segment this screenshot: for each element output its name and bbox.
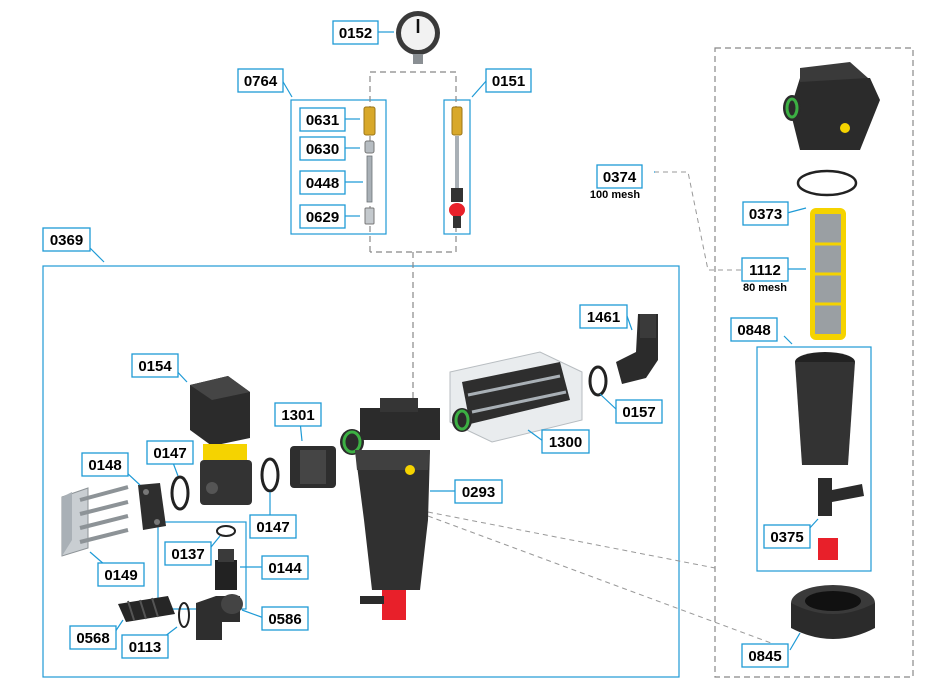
o-ring-0147-right [260, 457, 280, 493]
tube-assembly-0151 [449, 106, 465, 228]
label-0586: 0586 [261, 606, 309, 631]
label-0629: 0629 [299, 204, 346, 229]
label-text-0375: 0375 [770, 529, 803, 546]
label-text-0144: 0144 [268, 560, 302, 577]
label-text-0157: 0157 [622, 404, 655, 421]
label-text-0137: 0137 [171, 546, 204, 563]
label-0113: 0113 [121, 634, 169, 659]
label-0154: 0154 [131, 353, 179, 378]
label-1301: 1301 [274, 402, 322, 427]
label-text-0848: 0848 [737, 322, 770, 339]
label-0147-upper: 0147 [146, 440, 194, 465]
frame-0151 [443, 99, 471, 235]
hose-barb-0568 [118, 596, 175, 622]
label-text-0586: 0586 [268, 611, 301, 628]
o-ring-0157 [588, 365, 608, 397]
frames [42, 47, 914, 678]
label-1300: 1300 [541, 429, 590, 454]
replacement-filter-head [783, 62, 880, 150]
label-text-0113: 0113 [129, 639, 162, 656]
label-text-0373: 0373 [749, 206, 782, 223]
dash-mesh-option [654, 171, 742, 271]
bracket-0149 [61, 485, 129, 557]
label-0568: 0568 [69, 625, 117, 650]
frame-0764 [290, 99, 387, 235]
label-text-0369: 0369 [50, 232, 83, 249]
bowl-0848 [795, 352, 855, 465]
label-text-0148: 0148 [88, 457, 121, 474]
end-cap-0148 [138, 483, 166, 530]
label-0448: 0448 [299, 170, 346, 195]
mesh-cartridge-1112 [810, 208, 846, 340]
label-0373: 0373 [742, 201, 789, 226]
ring-nut-0845 [791, 585, 875, 639]
label-0630: 0630 [299, 136, 346, 161]
o-ring-0147-left [170, 475, 190, 511]
label-sub-0374: 100 mesh [590, 189, 640, 201]
coupling-1301 [290, 446, 336, 488]
frame-replacement-filter [714, 47, 914, 678]
label-0137: 0137 [164, 541, 212, 566]
o-ring-0137 [216, 525, 236, 537]
o-ring-0113 [178, 602, 190, 628]
label-1461: 1461 [579, 304, 628, 329]
label-0848: 0848 [730, 317, 778, 342]
label-text-0568: 0568 [76, 630, 109, 647]
label-text-0147-lower: 0147 [256, 519, 289, 536]
label-text-0293: 0293 [462, 484, 495, 501]
label-0151: 0151 [485, 68, 532, 93]
adapter-0144 [215, 549, 237, 590]
label-text-0147-upper: 0147 [153, 445, 186, 462]
dash-filter-to-ring [427, 515, 791, 651]
label-0147-lower: 0147 [249, 514, 297, 539]
label-text-0631: 0631 [306, 112, 339, 129]
elbow-0586 [196, 594, 243, 640]
label-text-1300: 1300 [549, 434, 582, 451]
label-text-0845: 0845 [748, 648, 781, 665]
label-text-1461: 1461 [587, 309, 620, 326]
label-text-0149: 0149 [104, 567, 137, 584]
label-text-0629: 0629 [306, 209, 339, 226]
label-text-0374: 0374 [603, 169, 637, 186]
connector-parts-0764 [363, 106, 376, 225]
label-text-0151: 0151 [492, 73, 525, 90]
label-0152: 0152 [332, 20, 379, 45]
drain-valve-0375 [818, 478, 864, 560]
frame-0848 [756, 346, 872, 572]
o-ring-0373 [796, 169, 858, 197]
dash-gauge-connection [369, 71, 457, 400]
label-text-0152: 0152 [339, 25, 372, 42]
label-0149: 0149 [97, 562, 145, 587]
label-text-1301: 1301 [281, 407, 314, 424]
label-0144: 0144 [261, 555, 309, 580]
label-text-1112: 1112 [749, 262, 781, 279]
label-text-0764: 0764 [244, 73, 278, 90]
label-0148: 0148 [81, 452, 129, 477]
solenoid-part-0154 [190, 376, 252, 505]
frame-0369 [42, 265, 680, 678]
dash-filter-to-bowl [427, 511, 716, 569]
label-1112: 1112 80 mesh [741, 257, 789, 294]
label-0764: 0764 [237, 68, 284, 93]
label-0369: 0369 [42, 227, 91, 252]
label-text-0630: 0630 [306, 141, 339, 158]
filter-body-0293 [340, 398, 440, 620]
label-0375: 0375 [763, 524, 811, 549]
label-0845: 0845 [741, 643, 789, 668]
pressure-gauge-part [396, 11, 440, 64]
label-text-0448: 0448 [306, 175, 339, 192]
label-text-0154: 0154 [138, 358, 172, 375]
manifold-1300 [449, 351, 583, 443]
label-0293: 0293 [454, 479, 503, 504]
label-sub-1112: 80 mesh [743, 282, 787, 294]
label-0631: 0631 [299, 107, 346, 132]
part-labels: 0152 0764 0151 0631 0630 0448 0629 0369 … [42, 20, 811, 668]
elbow-1461 [616, 314, 658, 384]
label-0157: 0157 [615, 399, 663, 424]
label-0374: 0374 100 mesh [590, 164, 643, 201]
